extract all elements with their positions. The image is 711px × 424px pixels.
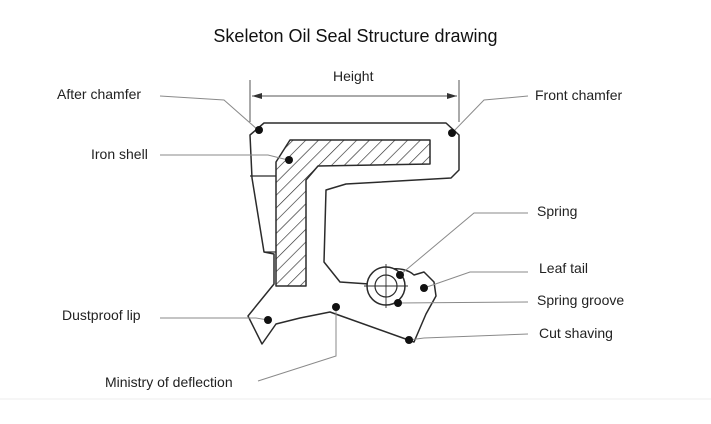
label-dustproof-lip: Dustproof lip — [62, 307, 141, 323]
leader-spring — [399, 212, 528, 276]
spring — [364, 264, 408, 308]
leader-leaf-tail — [423, 271, 528, 289]
label-spring-groove: Spring groove — [537, 292, 625, 308]
marker-spring — [396, 271, 404, 279]
dimension-arrow-right — [447, 93, 457, 99]
leader-dustproof-lip — [160, 317, 269, 321]
leader-cut-shaving — [408, 333, 529, 341]
label-ministry-of-deflection: Ministry of deflection — [105, 374, 233, 390]
height-dimension — [249, 80, 460, 122]
label-height: Height — [333, 68, 374, 84]
leader-ministry-of-deflection — [257, 307, 337, 382]
marker-spring-groove — [394, 299, 402, 307]
label-spring: Spring — [537, 203, 578, 219]
label-front-chamfer: Front chamfer — [535, 87, 623, 103]
leader-iron-shell — [160, 154, 289, 161]
marker-dustproof-lip — [264, 316, 272, 324]
marker-leaf-tail — [420, 284, 428, 292]
label-leaf-tail: Leaf tail — [539, 260, 589, 276]
marker-iron-shell — [285, 156, 293, 164]
marker-front-chamfer — [448, 129, 456, 137]
leader-after-chamfer — [159, 95, 259, 131]
dimension-arrow-left — [252, 93, 262, 99]
label-after-chamfer: After chamfer — [57, 86, 142, 102]
iron-shell — [275, 139, 431, 287]
diagram-title: Skeleton Oil Seal Structure drawing — [213, 26, 498, 46]
leader-front-chamfer — [451, 95, 529, 134]
leader-spring-groove — [397, 301, 529, 304]
marker-ministry-of-deflection — [332, 303, 340, 311]
label-iron-shell: Iron shell — [91, 146, 148, 162]
label-cut-shaving: Cut shaving — [539, 325, 613, 341]
marker-after-chamfer — [255, 126, 263, 134]
marker-cut-shaving — [405, 336, 413, 344]
